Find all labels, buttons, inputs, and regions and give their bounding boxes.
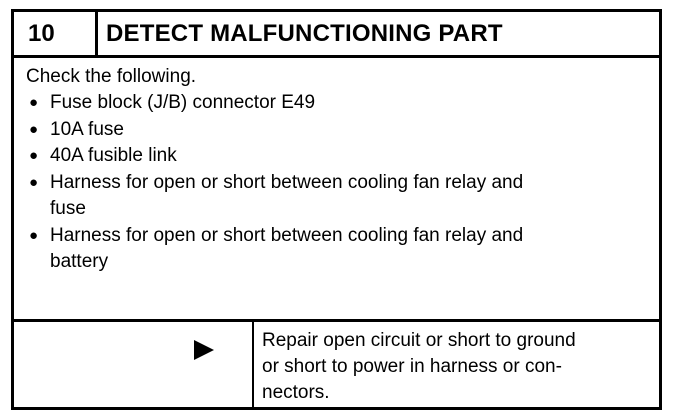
list-item-text: 10A fuse: [50, 118, 124, 140]
list-item: ● Harness for open or short between cool…: [26, 223, 616, 276]
check-intro: Check the following.: [26, 66, 197, 87]
procedure-box: 10 DETECT MALFUNCTIONING PART Check the …: [11, 9, 662, 410]
right-triangle-arrow-icon: [194, 340, 214, 360]
result-arrow-cell: [14, 322, 254, 407]
check-section: Check the following. ● Fuse block (J/B) …: [14, 58, 659, 322]
list-item: ● Harness for open or short between cool…: [26, 170, 616, 223]
list-item: ● 10A fuse: [26, 117, 616, 144]
list-item-text: Harness for open or short between coolin…: [50, 224, 524, 246]
list-item-text-continued: battery: [50, 251, 109, 272]
bullet-icon: ●: [29, 173, 39, 191]
step-header: 10 DETECT MALFUNCTIONING PART: [14, 12, 659, 58]
list-item: ● 40A fusible link: [26, 143, 616, 170]
check-list: ● Fuse block (J/B) connector E49 ● 10A f…: [26, 90, 616, 276]
bullet-icon: ●: [29, 120, 39, 138]
repair-instruction-line: Repair open circuit or short to ground: [262, 330, 576, 351]
list-item-text-continued: fuse: [50, 198, 86, 219]
list-item-text: 40A fusible link: [50, 145, 177, 166]
step-title: DETECT MALFUNCTIONING PART: [106, 20, 503, 47]
list-item-text: Harness for open or short between coolin…: [50, 171, 524, 193]
result-row: Repair open circuit or short to ground o…: [14, 322, 659, 407]
bullet-icon: ●: [29, 147, 39, 164]
bullet-icon: ●: [29, 226, 39, 244]
repair-instruction: Repair open circuit or short to ground o…: [262, 328, 642, 406]
step-number: 10: [14, 12, 98, 55]
repair-instruction-line: or short to power in harness or con-: [262, 356, 562, 377]
list-item: ● Fuse block (J/B) connector E49: [26, 90, 616, 117]
repair-instruction-line: nectors.: [262, 382, 330, 403]
bullet-icon: ●: [29, 94, 39, 111]
list-item-text: Fuse block (J/B) connector E49: [50, 92, 316, 113]
